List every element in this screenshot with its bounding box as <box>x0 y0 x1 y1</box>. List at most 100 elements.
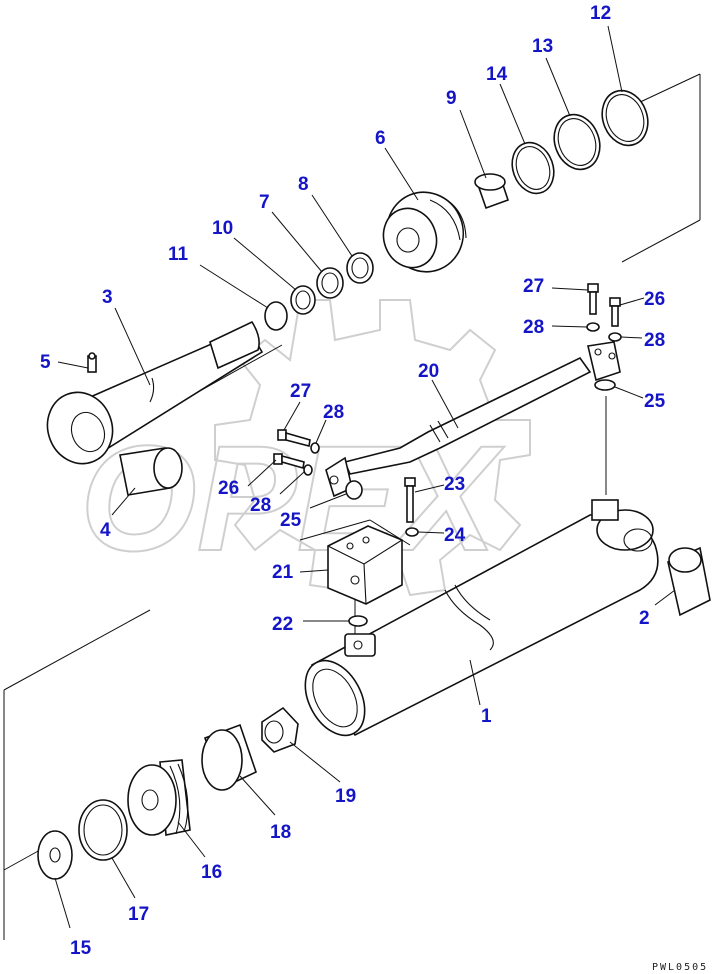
piston-groove-1 <box>169 765 181 835</box>
tube-bore-outer <box>304 659 366 737</box>
bushing-9-face <box>474 173 506 191</box>
pipe-body <box>343 356 592 475</box>
callout-7: 7 <box>259 192 270 213</box>
leader-17 <box>111 857 136 899</box>
callout-4: 4 <box>100 520 111 541</box>
tube-eye-hole <box>623 528 653 552</box>
leader-11 <box>199 264 269 309</box>
part-13-ring <box>553 113 601 171</box>
leader-28d <box>279 471 305 495</box>
part-20-pipe <box>325 341 621 498</box>
callout-19: 19 <box>335 786 356 807</box>
head-groove-1 <box>429 199 461 241</box>
part-28-washer-b <box>608 332 622 342</box>
part-28-washer-c <box>310 442 320 454</box>
bolt-27-bottom-head <box>277 429 287 441</box>
ring-12-inner <box>605 94 645 142</box>
head-face <box>382 207 438 269</box>
part-23-bolt <box>404 477 416 523</box>
callout-12: 12 <box>590 3 611 24</box>
leader-23 <box>414 484 445 493</box>
block-front-edge <box>363 563 367 605</box>
leader-24 <box>417 531 445 534</box>
part-1-cylinder-tube <box>304 499 659 737</box>
guide-line-block-1 <box>299 519 371 541</box>
leader-25a <box>614 386 644 399</box>
bolt-26-top-shank <box>611 305 619 327</box>
callout-16: 16 <box>201 862 222 883</box>
leader-16 <box>177 821 206 858</box>
tube-break-line-2 <box>454 584 491 621</box>
callout-10: 10 <box>212 218 233 239</box>
leader-14 <box>499 83 526 145</box>
watermark: OPEX <box>79 299 531 597</box>
leader-28a <box>551 325 588 328</box>
callout-22: 22 <box>272 614 293 635</box>
leader-9 <box>459 109 487 179</box>
callout-18: 18 <box>270 822 291 843</box>
callout-25-bottom: 25 <box>280 510 302 531</box>
callout-24: 24 <box>444 525 466 546</box>
ring-10-outer <box>290 285 316 315</box>
rod-eye <box>46 391 114 465</box>
pipe-flange-hole-1 <box>594 348 602 356</box>
bolt-26-top-head <box>609 297 621 307</box>
pipe-break-1 <box>429 424 441 443</box>
callout-27-top: 27 <box>523 276 544 297</box>
callout-21: 21 <box>272 562 294 583</box>
drawing-code: PWL0505 <box>652 962 708 973</box>
seal-7-outer <box>316 267 344 299</box>
part-14-ring <box>511 141 555 195</box>
part-25-o-ring-top <box>594 379 616 391</box>
callout-9: 9 <box>446 88 457 109</box>
callout-13: 13 <box>532 36 553 57</box>
piston-bore <box>141 789 159 811</box>
callouts: 1 2 3 4 5 6 7 8 9 10 11 12 13 14 15 16 1… <box>40 3 666 959</box>
callout-17: 17 <box>128 904 149 925</box>
rod-thread-end <box>209 320 260 370</box>
seal-8-outer <box>346 252 374 284</box>
leader-27b <box>283 401 301 431</box>
part-28-washer-a <box>586 322 600 332</box>
part-27-bolt-top <box>587 283 599 315</box>
callout-25-top: 25 <box>644 391 666 412</box>
part-16-piston <box>127 759 191 836</box>
part-8-seal <box>346 252 374 284</box>
callout-28-a: 28 <box>523 317 544 338</box>
part-19-nut <box>261 706 299 753</box>
pipe-flange-bottom-hole <box>329 475 339 485</box>
leader-8 <box>311 194 353 257</box>
grease-fitting-tip <box>88 352 96 360</box>
callout-3: 3 <box>102 287 113 308</box>
part-6-cylinder-head <box>382 191 467 273</box>
ring-17-inner <box>83 804 123 856</box>
part-27-bolt-bottom <box>277 429 311 447</box>
snap-ring-11 <box>264 301 288 331</box>
head-groove-2 <box>439 195 467 239</box>
pipe-flange-top <box>587 341 621 382</box>
nut-body <box>261 706 299 753</box>
leader-15 <box>54 877 71 929</box>
leader-7 <box>271 211 323 273</box>
callout-28-d: 28 <box>250 495 271 516</box>
part-24-washer <box>405 527 419 537</box>
part-5-grease-fitting <box>87 352 97 373</box>
guide-line-left-1 <box>3 609 151 691</box>
leader-4 <box>111 487 136 516</box>
part-26-bolt-top <box>609 297 621 327</box>
guide-line-top-1 <box>635 73 701 105</box>
part-21-valve-block <box>327 525 403 605</box>
seal-7-inner <box>321 272 339 294</box>
head-bore <box>396 227 420 253</box>
rod-break-line <box>149 377 155 403</box>
block-port <box>350 575 360 585</box>
leader-19 <box>289 741 341 783</box>
part-7-seal <box>316 267 344 299</box>
callout-1: 1 <box>481 706 492 727</box>
part-11-snap-ring <box>264 301 288 331</box>
guide-line-left-3 <box>3 849 41 871</box>
callout-15: 15 <box>70 938 92 959</box>
rod-eye-hole <box>70 411 106 453</box>
bolt-27-top-head <box>587 283 599 293</box>
bushing-face <box>668 547 702 573</box>
